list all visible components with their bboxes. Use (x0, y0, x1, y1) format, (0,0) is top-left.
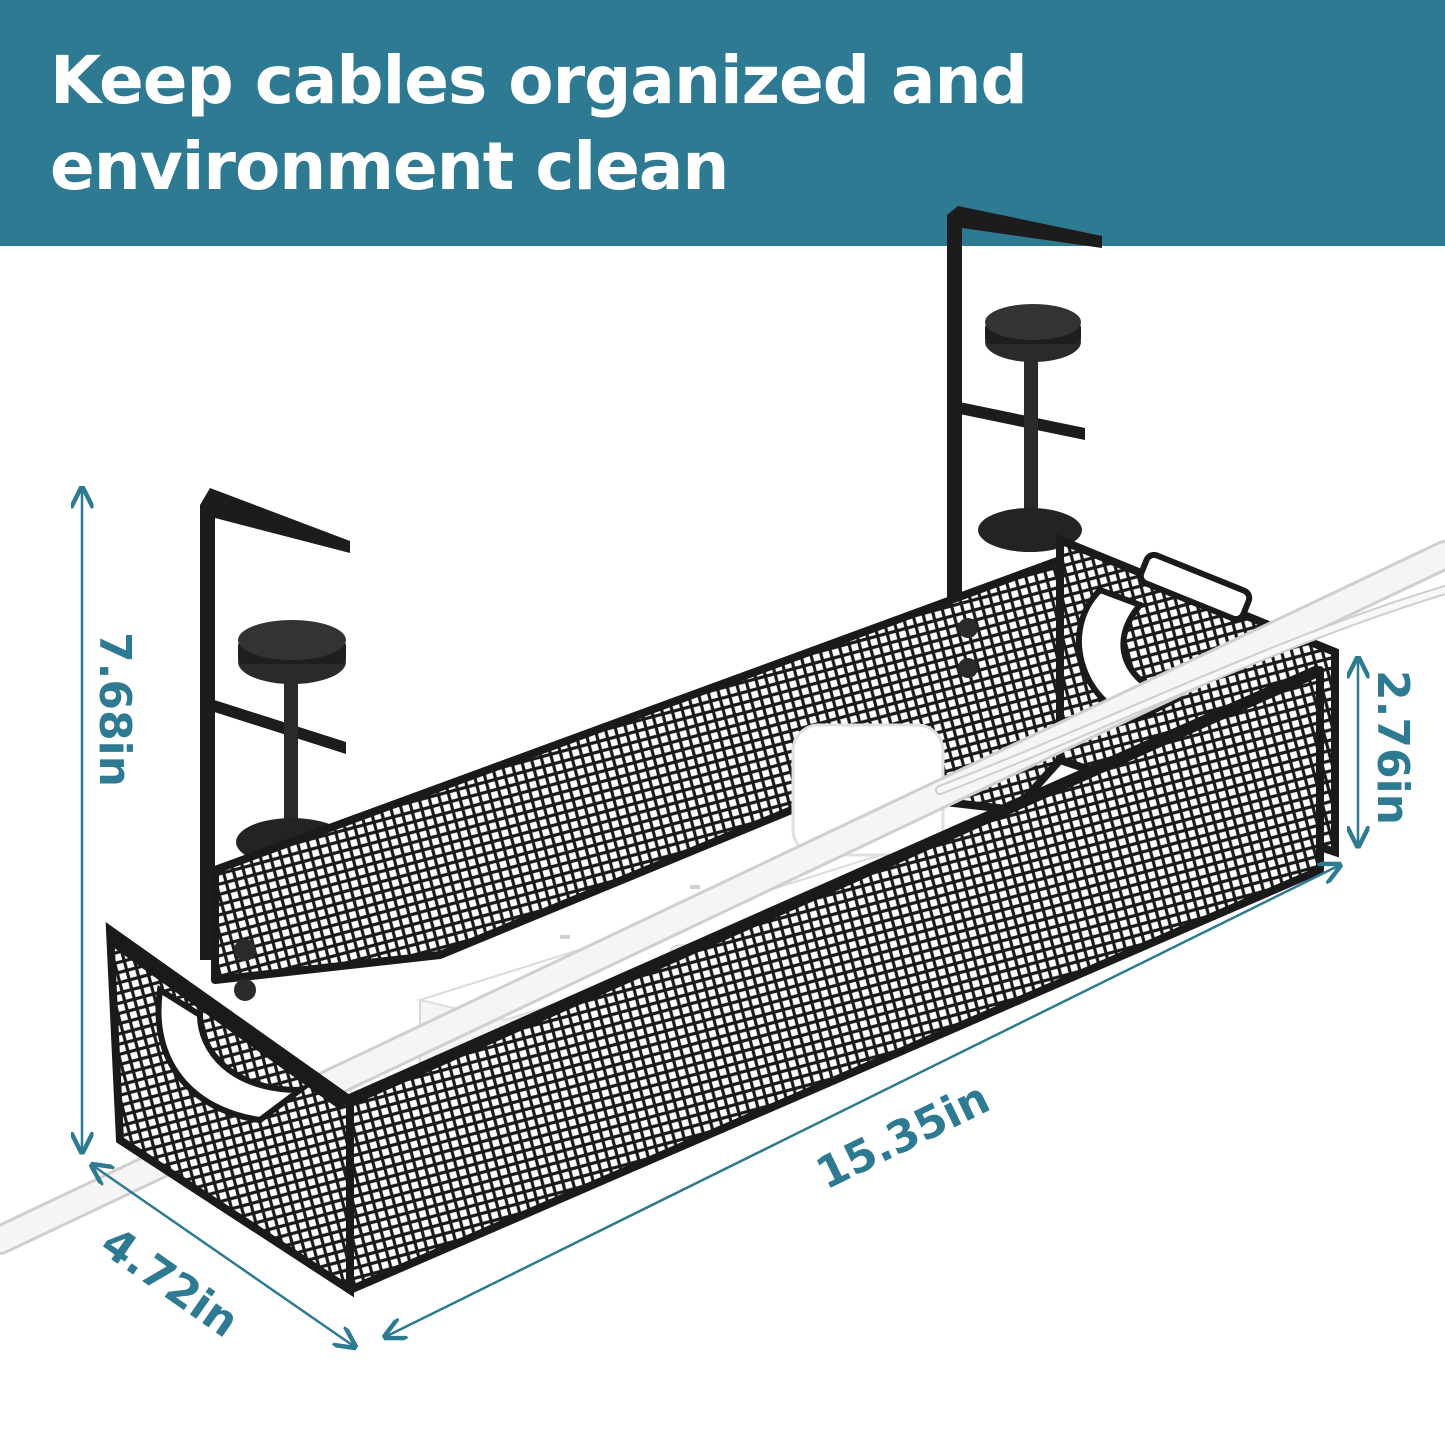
mounting-bolts (234, 618, 978, 1001)
headline-line-2: environment clean (50, 128, 729, 205)
dimension-length-label: 15.35in (808, 1073, 997, 1200)
dimension-height: 7.68in (82, 488, 140, 1152)
dimension-width-label: 4.72in (92, 1217, 248, 1348)
dimension-depth: 2.76in (1358, 658, 1418, 846)
header-banner: Keep cables organized and environment cl… (0, 0, 1445, 246)
dimension-height-label: 7.68in (89, 632, 140, 787)
dimension-depth-label: 2.76in (1367, 670, 1418, 825)
headline: Keep cables organized and environment cl… (50, 38, 1028, 210)
headline-line-1: Keep cables organized and (50, 42, 1028, 119)
